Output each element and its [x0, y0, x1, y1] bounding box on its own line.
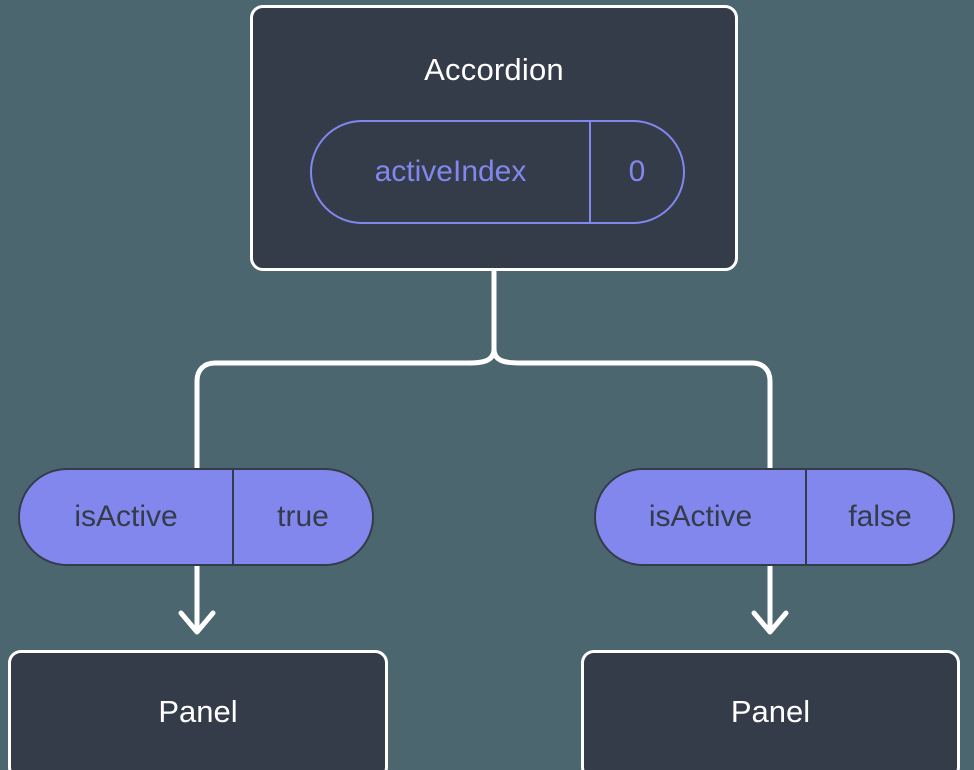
node-panel-left-label: Panel — [158, 693, 238, 729]
prop-pill-is-active-false[interactable]: isActive false — [594, 468, 955, 566]
prop-pill-active-index[interactable]: activeIndex 0 — [310, 120, 685, 224]
fork-connector-path-right — [491, 346, 773, 471]
node-panel-left[interactable]: Panel — [8, 650, 388, 770]
prop-pill-is-active-false-value: false — [805, 470, 953, 564]
fork-connector-path — [194, 268, 497, 471]
node-accordion[interactable]: Accordion activeIndex 0 — [250, 5, 738, 271]
prop-pill-is-active-true[interactable]: isActive true — [18, 468, 374, 566]
node-panel-right-label: Panel — [730, 693, 811, 729]
prop-pill-active-index-value: 0 — [589, 122, 683, 222]
arrow-head-right — [751, 610, 789, 635]
arrow-head-left — [178, 610, 216, 635]
node-accordion-title: Accordion — [424, 52, 564, 87]
prop-pill-is-active-true-value: true — [232, 470, 372, 564]
prop-pill-active-index-key: activeIndex — [374, 155, 527, 188]
prop-pill-is-active-false-key: isActive — [648, 500, 753, 533]
node-panel-right[interactable]: Panel — [581, 650, 960, 770]
prop-pill-is-active-true-key: isActive — [74, 500, 178, 533]
